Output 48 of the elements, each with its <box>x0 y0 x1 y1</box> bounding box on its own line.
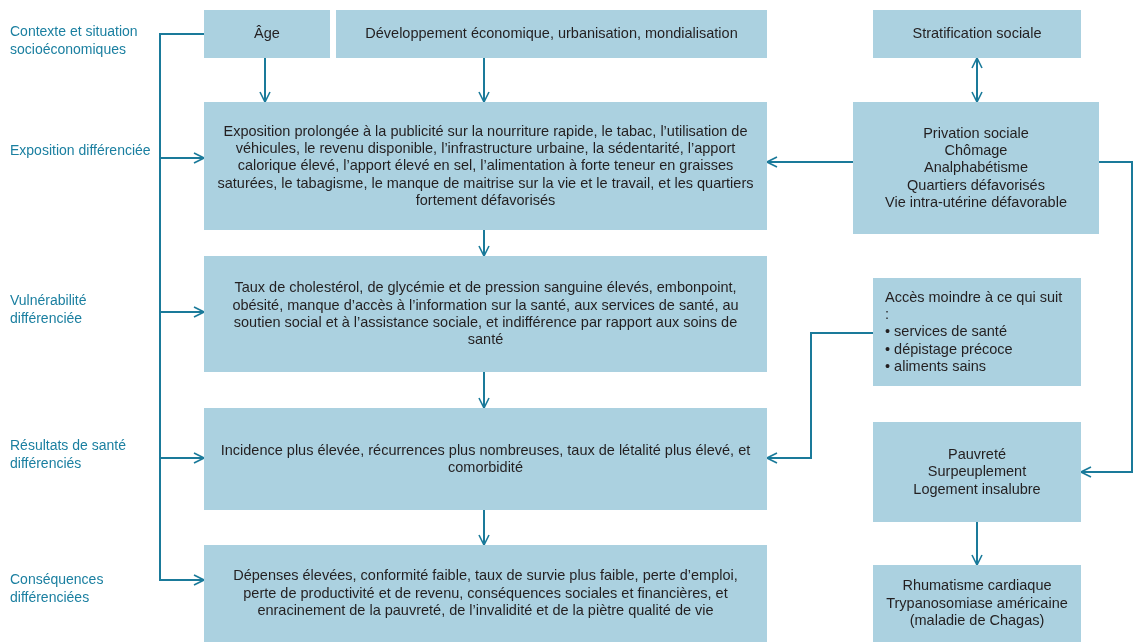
stage-label: Vulnérabilité différenciée <box>10 291 88 328</box>
box-text: Incidence plus élevée, récurrences plus nombreuses, taux de létalité plus élevé, et comorbidité <box>219 441 752 477</box>
box-text: Analphabétisme <box>924 159 1028 177</box>
box-text: Pauvreté <box>947 445 1006 464</box>
box-text: Logement insalubre <box>913 480 1041 499</box>
factor-box <box>873 422 1081 522</box>
box-text: Exposition prolongée à la publicité sur la nourriture rapide, le tabac, l’utilisation de véhicules, le revenu disponible, l’infrastructure urbaine, la sédentarité, l’apport calorique élevé, l’apport élevé en sel, l’alimentation à forte teneur en graisses saturées, le tabagisme, le manque de maitrise sur la vie et le travail, et les quartiers fortement défavorisés <box>216 122 755 210</box>
arrow <box>159 33 205 586</box>
box-text: Trypanosomiase américaine (maladie de Chagas) <box>885 594 1069 630</box>
box-text: Taux de cholestérol, de glycémie et de pression sanguine élevés, embonpoint, obésité, manque d’accès à l’information sur la santé, aux services de santé, au soutien social et à l’assistance sociale, et indifférence par rapport aux soins de santé <box>231 279 740 349</box>
age-box <box>204 10 330 58</box>
box-text: Surpeuplement <box>927 463 1027 481</box>
stage-label: Exposition différenciée <box>10 141 152 160</box>
factor-box <box>873 278 1081 386</box>
arrow <box>971 521 983 566</box>
vulnerability-box <box>204 256 767 372</box>
box-text: • aliments sains <box>885 358 986 376</box>
stage-label: Contexte et situation socioéconomiques <box>10 22 139 59</box>
stage-label: Conséquences différenciées <box>10 570 105 607</box>
outcome-box <box>204 408 767 510</box>
box-text: Quartiers défavorisés <box>907 176 1045 195</box>
box-text: Âge <box>254 25 280 43</box>
box-text: Vie intra-utérine défavorable <box>885 194 1067 212</box>
disease-box <box>873 565 1081 642</box>
arrow <box>766 332 874 464</box>
box-text: Dépenses élevées, conformité faible, taux de survie plus faible, perte d’emploi, perte de productivité et de revenu, conséquences sociales et financières, et enracinement de la pauvreté, de l’invalidité et de la piètre qualité de vie <box>232 567 739 620</box>
arrow <box>971 57 983 103</box>
factor-box <box>853 102 1099 234</box>
arrow <box>766 156 854 168</box>
arrow <box>259 57 271 103</box>
arrow <box>1080 161 1133 478</box>
exposure-box <box>204 102 767 230</box>
arrow <box>478 57 490 103</box>
box-text: Chômage <box>944 141 1008 160</box>
consequence-box <box>204 545 767 642</box>
arrow <box>478 229 490 257</box>
box-text: Rhumatisme cardiaque <box>902 577 1052 595</box>
box-text: • dépistage précoce <box>885 340 1013 359</box>
context-box <box>873 10 1081 58</box>
stage-label: Résultats de santé différenciés <box>10 436 127 473</box>
context-box <box>336 10 767 58</box>
box-text: Développement économique, urbanisation, mondialisation <box>365 25 738 43</box>
box-text: Accès moindre à ce qui suit : <box>885 288 1064 324</box>
box-text: • services de santé <box>885 323 1007 341</box>
arrow <box>478 509 490 546</box>
box-text: Privation sociale <box>923 124 1029 142</box>
box-text: Stratification sociale <box>912 25 1042 43</box>
arrow <box>478 371 490 409</box>
